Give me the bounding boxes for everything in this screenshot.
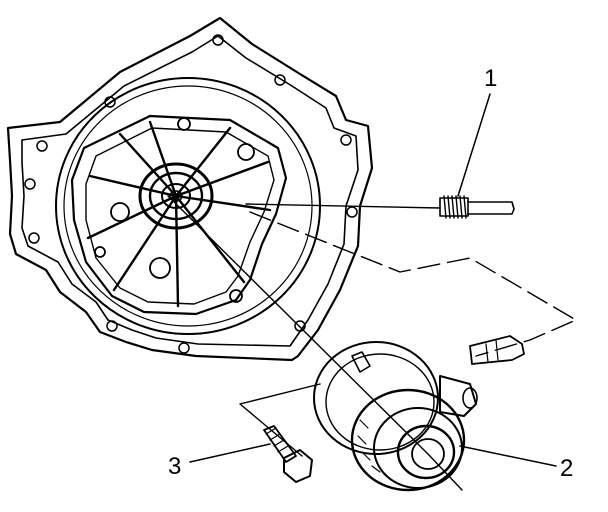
case-rib (174, 194, 180, 308)
case-rib (174, 194, 246, 284)
line-connector-body (469, 335, 525, 365)
bell-housing-flange-outline (6, 16, 374, 362)
bell-cavity-rim (55, 77, 321, 335)
seal-inner-ring (161, 183, 191, 209)
fitting-alignment-line (245, 203, 441, 209)
slave-body-hatching (357, 419, 381, 473)
slave-body (350, 388, 466, 492)
slave-port-opening (462, 387, 478, 409)
fitting-thread-body (439, 197, 469, 217)
flange-bolt-hole (274, 74, 286, 86)
part-3-bolt (263, 425, 313, 483)
bolt-alignment-line (239, 383, 321, 457)
callout-2-leader (459, 445, 557, 467)
seal-outer-ring (138, 162, 214, 230)
input-shaft-seal (138, 162, 214, 230)
flange-bolt-holes (24, 34, 358, 354)
part-1-bleeder-fitting (439, 195, 515, 219)
case-rib (86, 194, 178, 240)
port-alignment-line (249, 211, 577, 357)
case-rib (174, 194, 272, 212)
case-ribs (86, 120, 272, 308)
case-boss (149, 257, 171, 279)
part-2-slave-cylinder (313, 341, 478, 492)
flange-bolt-hole (36, 140, 48, 152)
release-bearing (396, 424, 456, 480)
case-web-inner (85, 127, 275, 305)
fitting-tube (467, 201, 515, 215)
slave-piston (373, 407, 463, 489)
case-boss (229, 289, 243, 303)
bell-cavity-rim-inner (63, 85, 313, 327)
fitting-threads (443, 195, 467, 219)
callouts: 1 2 3 (168, 65, 573, 482)
case-boss (94, 246, 106, 258)
bell-housing (6, 16, 374, 362)
case-web-outline (70, 114, 288, 316)
case-boss (177, 117, 191, 131)
line-connector-ribs (485, 339, 499, 363)
input-shaft-end (169, 190, 183, 202)
flange-bolt-hole (340, 134, 352, 146)
slave-hydraulic-port (439, 375, 477, 417)
bell-housing-flange-inner (21, 35, 359, 347)
case-boss (237, 143, 255, 161)
callout-1-leader (457, 93, 491, 197)
callout-1-label: 1 (484, 65, 497, 92)
shaft-centerline (167, 195, 463, 491)
flange-bolt-hole (212, 34, 224, 46)
case-rib (174, 126, 232, 198)
flange-bolt-hole (178, 342, 190, 354)
alignment-lines (167, 195, 577, 491)
case-bosses (94, 117, 255, 303)
flange-bolt-hole (104, 96, 116, 108)
seal-middle-ring (148, 171, 204, 221)
release-bearing-bore (411, 438, 445, 470)
slave-bleed-nipple (351, 351, 371, 373)
flange-bolt-hole (294, 320, 306, 332)
flange-bolt-hole (106, 320, 118, 332)
slave-flange-inner (325, 353, 435, 451)
callout-3-label: 3 (168, 453, 181, 480)
case-rib (118, 132, 178, 198)
case-rib (174, 160, 270, 198)
flange-bolt-hole (346, 206, 358, 218)
bolt-threads (265, 427, 289, 453)
bolt-head (283, 449, 313, 483)
flange-bolt-hole (28, 232, 40, 244)
callout-3-leader (189, 443, 271, 463)
callout-2-label: 2 (560, 455, 573, 482)
flange-bolt-hole (24, 178, 36, 190)
case-rib (112, 194, 178, 292)
case-boss (110, 202, 130, 222)
